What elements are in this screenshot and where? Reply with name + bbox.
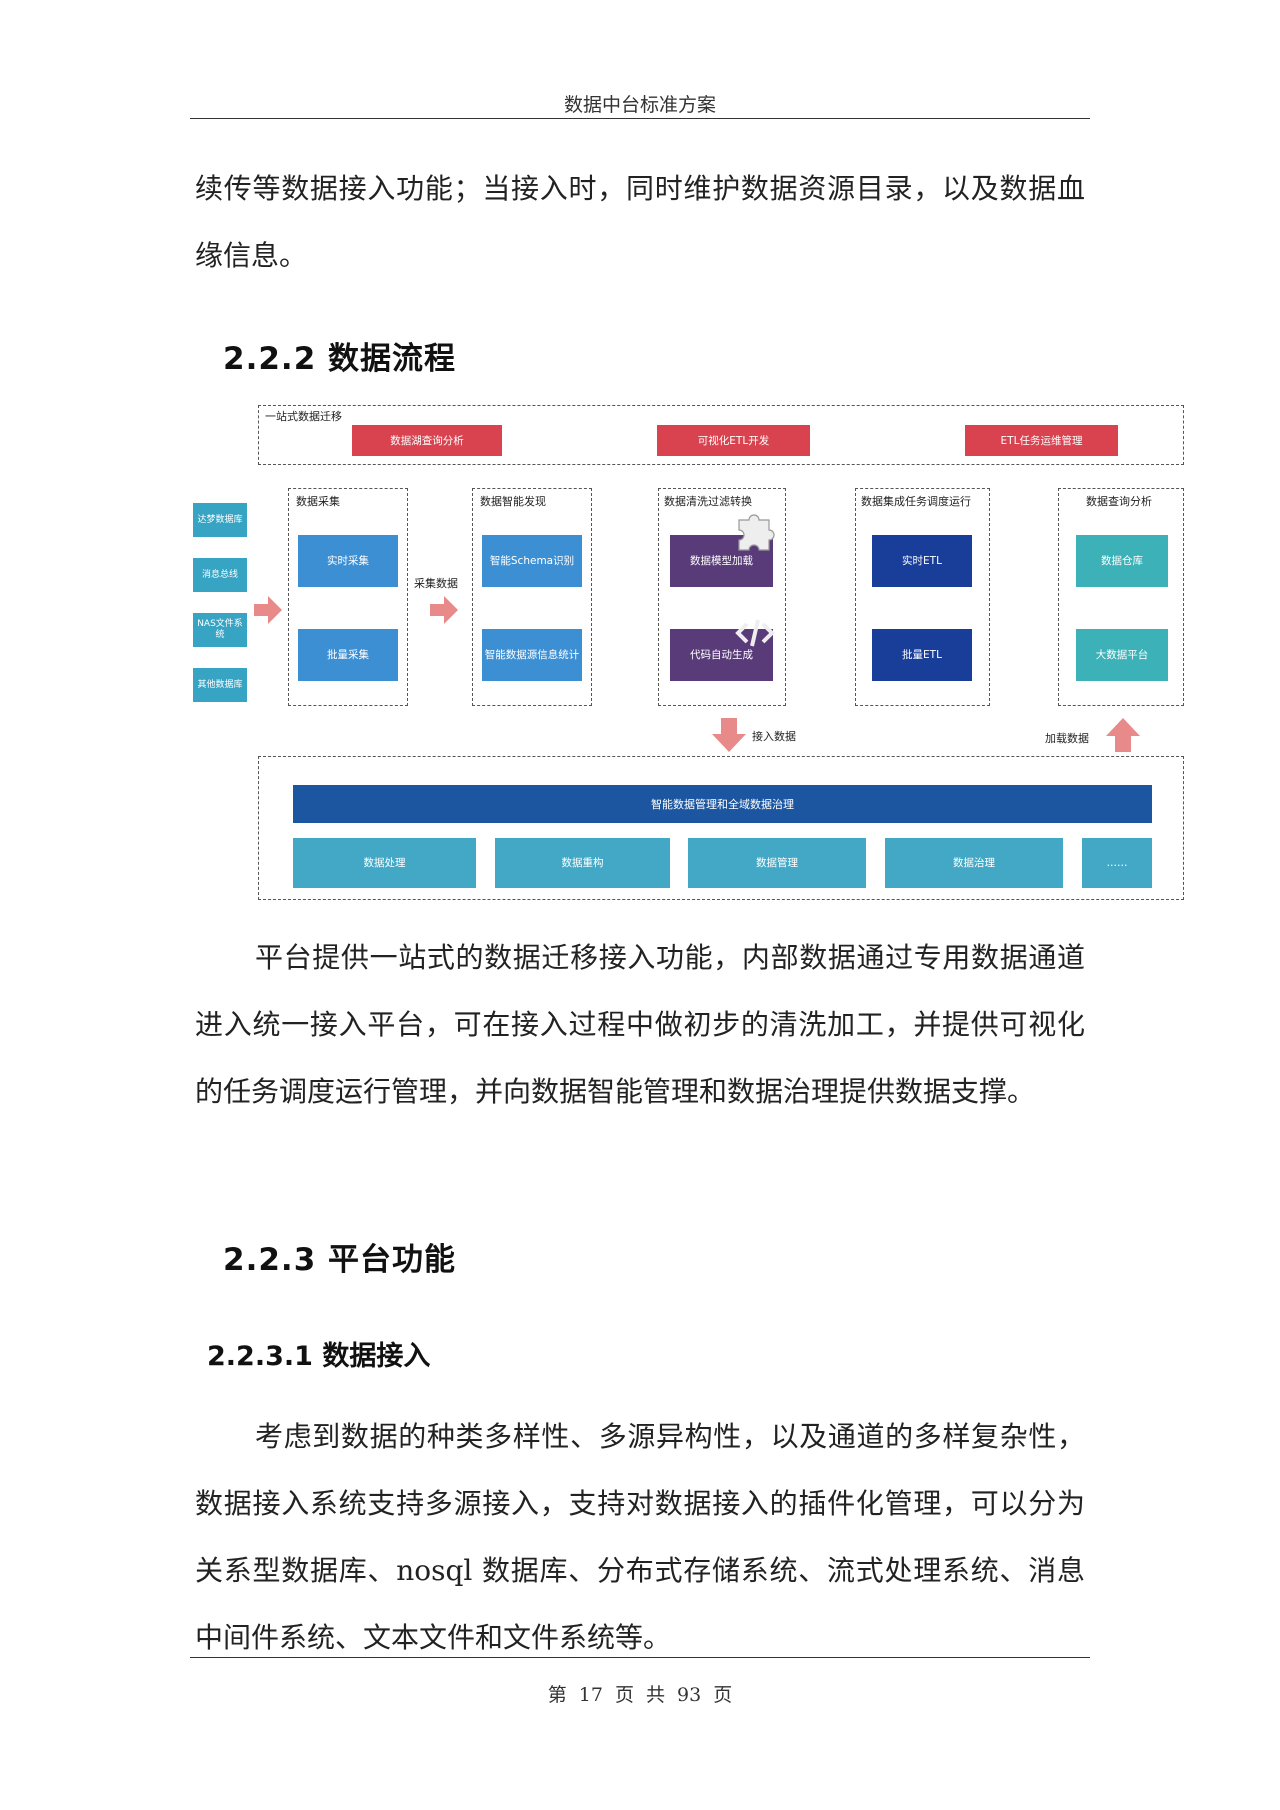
data-warehouse-box: 数据仓库 xyxy=(1076,535,1168,587)
batch-collect-box: 批量采集 xyxy=(298,629,398,681)
batch-etl-box: 批量ETL xyxy=(872,629,972,681)
puzzle-icon xyxy=(738,514,775,551)
arrow-right-icon xyxy=(254,596,282,624)
data-restructure-box: 数据重构 xyxy=(495,838,670,888)
arrow-right-icon xyxy=(430,596,458,624)
collect-arrow-label: 采集数据 xyxy=(414,577,458,590)
visual-etl-box: 可视化ETL开发 xyxy=(657,425,810,456)
query-group xyxy=(1058,488,1184,706)
source-stats-box: 智能数据源信息统计 xyxy=(482,629,582,681)
integrate-group-label: 数据集成任务调度运行 xyxy=(861,495,971,508)
data-governance-box: 数据治理 xyxy=(885,838,1063,888)
header-rule xyxy=(190,118,1090,119)
access-paragraph: 考虑到数据的种类多样性、多源异构性，以及通道的多样复杂性，数据接入系统支持多源接… xyxy=(195,1420,1085,1654)
realtime-etl-box: 实时ETL xyxy=(872,535,972,587)
source-message-bus: 消息总线 xyxy=(193,558,247,592)
intro-paragraph: 续传等数据接入功能；当接入时，同时维护数据资源目录，以及数据血缘信息。 xyxy=(195,172,1085,272)
source-other-db: 其他数据库 xyxy=(193,668,247,702)
discover-group xyxy=(472,488,592,706)
clean-group xyxy=(658,488,786,706)
page-footer: 第 17 页 共 93 页 xyxy=(547,1684,733,1706)
data-processing-box: 数据处理 xyxy=(293,838,476,888)
arrow-up-icon xyxy=(1106,718,1140,752)
data-flow-diagram: 一站式数据迁移 数据湖查询分析 可视化ETL开发 ETL任务运维管理 达梦数据库… xyxy=(0,0,1280,900)
data-management-box: 数据管理 xyxy=(688,838,866,888)
lake-query-box: 数据湖查询分析 xyxy=(352,425,502,456)
section-heading-2-2-3-1: 2.2.3.1 数据接入 xyxy=(207,1341,431,1372)
governance-group xyxy=(258,756,1184,900)
arrow-down-icon xyxy=(712,718,746,752)
collect-group xyxy=(288,488,408,706)
clean-group-label: 数据清洗过滤转换 xyxy=(664,495,752,508)
migration-group-label: 一站式数据迁移 xyxy=(265,410,342,423)
footer-rule xyxy=(190,1657,1090,1658)
load-arrow-label: 加载数据 xyxy=(1045,732,1089,745)
source-dameng: 达梦数据库 xyxy=(193,503,247,537)
collect-group-label: 数据采集 xyxy=(296,495,340,508)
query-group-label: 数据查询分析 xyxy=(1086,495,1152,508)
integrate-group xyxy=(855,488,990,706)
realtime-collect-box: 实时采集 xyxy=(298,535,398,587)
discover-group-label: 数据智能发现 xyxy=(480,495,546,508)
page-header-title: 数据中台标准方案 xyxy=(563,94,716,116)
platform-paragraph: 平台提供一站式的数据迁移接入功能，内部数据通过专用数据通道进入统一接入平台，可在… xyxy=(195,941,1085,1108)
bigdata-platform-box: 大数据平台 xyxy=(1076,629,1168,681)
code-icon xyxy=(735,619,775,647)
governance-band: 智能数据管理和全域数据治理 xyxy=(293,785,1152,823)
more-box: …… xyxy=(1082,838,1152,888)
etl-ops-box: ETL任务运维管理 xyxy=(965,425,1118,456)
source-nas: NAS文件系统 xyxy=(193,613,247,647)
migration-group xyxy=(258,405,1184,465)
section-heading-2-2-3: 2.2.3 平台功能 xyxy=(223,1242,457,1278)
access-arrow-label: 接入数据 xyxy=(752,730,796,743)
schema-identify-box: 智能Schema识别 xyxy=(482,535,582,587)
section-heading-2-2-2: 2.2.2 数据流程 xyxy=(223,341,457,377)
